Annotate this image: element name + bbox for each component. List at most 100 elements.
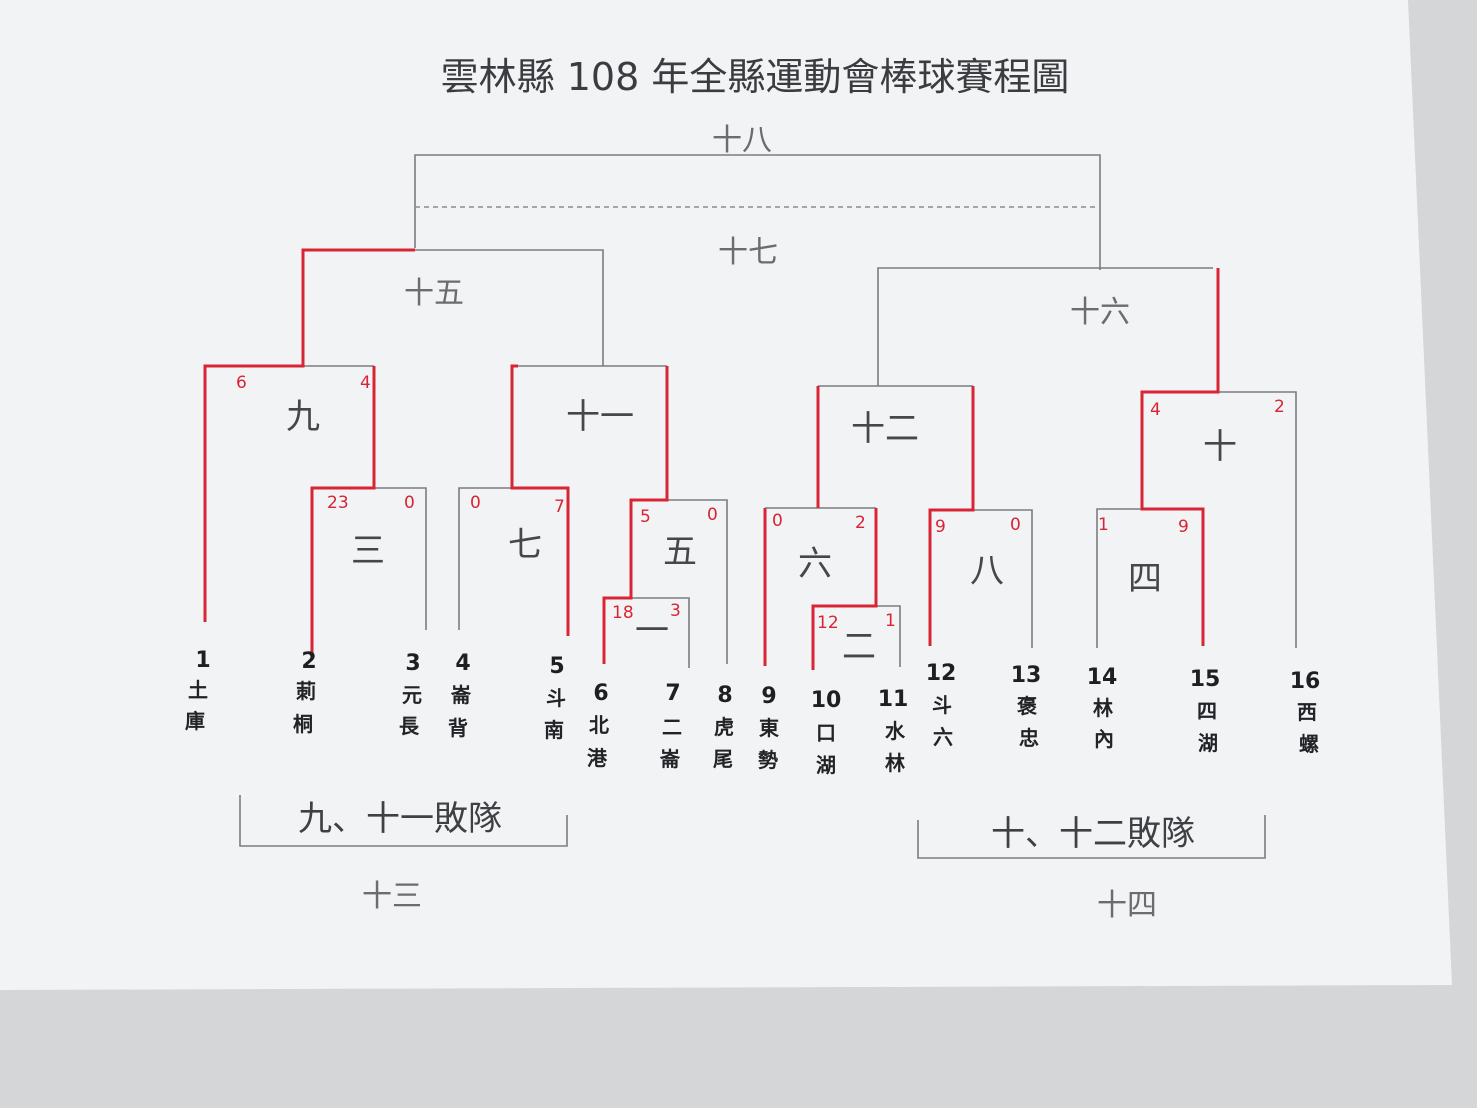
team-number: 5 bbox=[549, 654, 564, 679]
round-5-label: 五 bbox=[663, 532, 697, 572]
team-name-char: 南 bbox=[544, 718, 564, 742]
round-9-label: 九 bbox=[286, 397, 320, 437]
score-7a: 0 bbox=[470, 493, 481, 513]
team-name-char: 螺 bbox=[1299, 732, 1319, 756]
team-name-char: 湖 bbox=[1198, 731, 1218, 755]
team-16: 16 西螺 bbox=[1290, 669, 1321, 756]
team-number: 15 bbox=[1190, 667, 1221, 692]
teams: 1土庫 2莿桐 3元長 4崙背 5斗南 6北港 7二崙 8虎尾 9東勢 10口湖… bbox=[185, 648, 1320, 777]
team-3: 3元長 bbox=[399, 651, 422, 738]
team-name-char: 港 bbox=[587, 746, 608, 770]
round-11-label: 十一 bbox=[566, 397, 634, 437]
round-15-label: 十五 bbox=[404, 276, 464, 311]
team-4: 4崙背 bbox=[448, 651, 472, 740]
round-10-label: 十 bbox=[1203, 427, 1237, 467]
team-number: 7 bbox=[665, 681, 680, 706]
team-number: 10 bbox=[811, 688, 842, 713]
score-1a: 18 bbox=[612, 603, 634, 623]
team-5: 5 斗南 bbox=[544, 654, 566, 742]
team-name-char: 元 bbox=[402, 683, 422, 707]
team-name-char: 斗 bbox=[932, 693, 952, 717]
team-9: 9 東勢 bbox=[758, 684, 779, 772]
team-name-char: 口 bbox=[816, 721, 836, 745]
score-4a: 1 bbox=[1098, 515, 1109, 535]
score-7b: 7 bbox=[554, 497, 565, 517]
score-6a: 0 bbox=[772, 511, 783, 531]
team-name-char: 虎 bbox=[714, 715, 734, 739]
page-title: 雲林縣 108 年全縣運動會棒球賽程圖 bbox=[441, 55, 1070, 99]
round-17-label: 十七 bbox=[718, 235, 778, 270]
score-9a: 6 bbox=[236, 373, 247, 393]
team-name-char: 斗 bbox=[546, 686, 566, 710]
team-name-char: 四 bbox=[1197, 699, 1217, 723]
team-name-char: 崙 bbox=[659, 747, 681, 771]
score-8a: 9 bbox=[935, 517, 946, 537]
team-name-char: 二 bbox=[662, 715, 682, 739]
score-10a: 4 bbox=[1150, 400, 1161, 420]
losers-left-label: 九、十一敗隊 bbox=[298, 799, 502, 839]
team-7: 7 二崙 bbox=[659, 681, 682, 771]
paper bbox=[0, 0, 1452, 990]
team-number: 1 bbox=[195, 648, 210, 673]
team-name-char: 庫 bbox=[185, 709, 205, 733]
team-name-char: 莿 bbox=[296, 679, 316, 703]
round-12-label: 十二 bbox=[851, 409, 919, 449]
team-name-char: 崙 bbox=[450, 683, 472, 707]
team-name-char: 背 bbox=[448, 716, 468, 740]
team-6: 6 北港 bbox=[587, 681, 609, 770]
team-number: 11 bbox=[878, 687, 909, 712]
team-11: 11 水林 bbox=[878, 687, 909, 775]
team-10: 10 口湖 bbox=[811, 688, 842, 777]
team-name-char: 勢 bbox=[758, 748, 778, 772]
team-number: 9 bbox=[761, 684, 776, 709]
score-4b: 9 bbox=[1178, 517, 1189, 537]
team-name-char: 林 bbox=[1093, 696, 1113, 720]
team-name-char: 北 bbox=[589, 713, 609, 737]
team-15: 15 四湖 bbox=[1190, 667, 1221, 755]
team-name-char: 西 bbox=[1297, 700, 1317, 724]
round-13-label: 十三 bbox=[362, 879, 422, 914]
score-5b: 0 bbox=[707, 505, 718, 525]
score-3a: 23 bbox=[327, 493, 349, 513]
round-3-label: 三 bbox=[351, 531, 385, 571]
team-number: 8 bbox=[717, 683, 732, 708]
team-name-char: 褒 bbox=[1016, 694, 1037, 718]
score-9b: 4 bbox=[360, 373, 371, 393]
team-name-char: 水 bbox=[885, 719, 906, 743]
team-number: 2 bbox=[301, 649, 316, 674]
round-7-label: 七 bbox=[508, 525, 542, 565]
team-8: 8 虎尾 bbox=[713, 683, 734, 771]
round-16-label: 十六 bbox=[1070, 295, 1130, 330]
team-number: 14 bbox=[1087, 665, 1118, 690]
team-name-char: 尾 bbox=[713, 747, 733, 771]
team-number: 16 bbox=[1290, 669, 1321, 694]
team-2: 2 莿桐 bbox=[293, 649, 317, 736]
winner-paths bbox=[203, 248, 1220, 670]
team-name-char: 林 bbox=[885, 751, 905, 775]
team-number: 13 bbox=[1011, 663, 1042, 688]
score-3b: 0 bbox=[404, 493, 415, 513]
team-number: 3 bbox=[405, 651, 420, 676]
score-5a: 5 bbox=[640, 507, 651, 527]
score-10b: 2 bbox=[1274, 397, 1285, 417]
round-8-label: 八 bbox=[970, 551, 1004, 591]
team-name-char: 桐 bbox=[293, 712, 313, 736]
team-1: 1土庫 bbox=[185, 648, 211, 733]
round-4-label: 四 bbox=[1128, 559, 1162, 599]
team-number: 12 bbox=[926, 661, 957, 686]
round-1-label: 一 bbox=[635, 611, 669, 651]
score-6b: 2 bbox=[855, 513, 866, 533]
score-2b: 1 bbox=[885, 611, 896, 631]
score-8b: 0 bbox=[1010, 515, 1021, 535]
round-14-label: 十四 bbox=[1097, 888, 1157, 923]
team-name-char: 湖 bbox=[816, 753, 836, 777]
round-18-label: 十八 bbox=[712, 123, 772, 158]
score-1b: 3 bbox=[670, 601, 681, 621]
team-name-char: 東 bbox=[759, 716, 779, 740]
team-number: 6 bbox=[593, 681, 608, 706]
round-labels: 十八 十七 十五 十六 九 十一 十二 十 三 七 五 六 八 四 一 二 十三… bbox=[286, 123, 1237, 923]
